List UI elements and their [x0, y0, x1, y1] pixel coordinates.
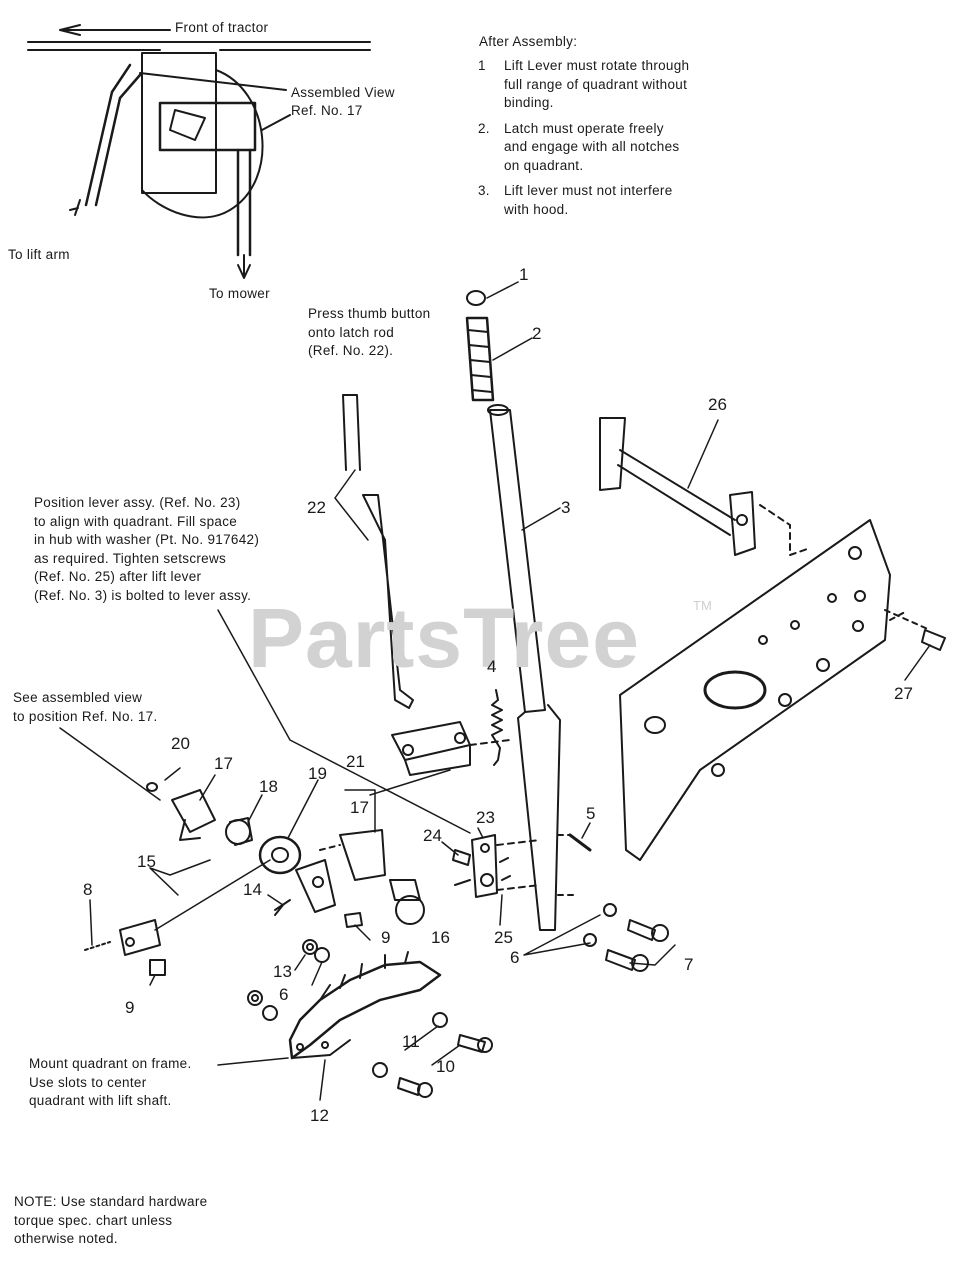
to-mower-label: To mower	[209, 286, 270, 301]
callout-3: 3	[561, 498, 571, 517]
note-position-lever: Position lever assy. (Ref. No. 23)to ali…	[34, 495, 260, 603]
note-mount-quadrant: Mount quadrant on frame.Use slots to cen…	[29, 1056, 192, 1108]
callout-4: 4	[487, 657, 497, 676]
callout-22: 22	[307, 498, 326, 517]
watermark-trademark: TM	[693, 598, 712, 613]
lift-lever	[465, 290, 561, 931]
callout-10: 10	[436, 1057, 455, 1076]
callout-2: 2	[532, 324, 542, 343]
callout-5: 5	[586, 804, 596, 823]
callout-17: 17	[350, 798, 369, 817]
front-of-tractor-label: Front of tractor	[175, 20, 269, 35]
callout-7: 7	[684, 955, 694, 974]
callout-1: 1	[519, 265, 529, 284]
callout-19: 19	[308, 764, 327, 783]
callout-26: 26	[708, 395, 727, 414]
assembled-view-label-1: Assembled View	[291, 85, 395, 100]
callout-20: 20	[171, 734, 190, 753]
callout-13: 13	[273, 962, 292, 981]
callout-14: 14	[243, 880, 262, 899]
quadrant	[288, 951, 442, 1060]
callout-11: 11	[402, 1032, 420, 1051]
callout-23: 23	[476, 808, 495, 827]
spring	[491, 689, 503, 766]
lift-link-parts	[84, 782, 425, 976]
after-assembly-heading: After Assembly:	[479, 34, 578, 49]
assembled-view-inset	[27, 24, 371, 279]
callout-12: 12	[310, 1106, 329, 1125]
callout-8: 8	[83, 880, 93, 899]
hardware	[247, 833, 669, 1098]
callout-18: 18	[259, 777, 278, 796]
callout-25: 25	[494, 928, 513, 947]
callout-17: 17	[214, 754, 233, 773]
callout-21: 21	[346, 752, 365, 771]
assembled-view-label-2: Ref. No. 17	[291, 103, 363, 118]
callout-9: 9	[125, 998, 135, 1017]
frame-and-lift-shaft	[599, 417, 946, 861]
leader-lines	[59, 281, 931, 1101]
callout-16: 16	[431, 928, 450, 947]
latch-rod	[342, 394, 414, 709]
to-lift-arm-label: To lift arm	[8, 247, 70, 262]
lever-assembly	[452, 834, 541, 898]
callout-6: 6	[510, 948, 520, 967]
callout-6: 6	[279, 985, 289, 1004]
callout-9: 9	[381, 928, 391, 947]
watermark: PartsTree	[248, 591, 640, 685]
callout-27: 27	[894, 684, 913, 703]
callout-24: 24	[423, 826, 442, 845]
latch-bracket	[391, 721, 511, 776]
callout-15: 15	[137, 852, 156, 871]
